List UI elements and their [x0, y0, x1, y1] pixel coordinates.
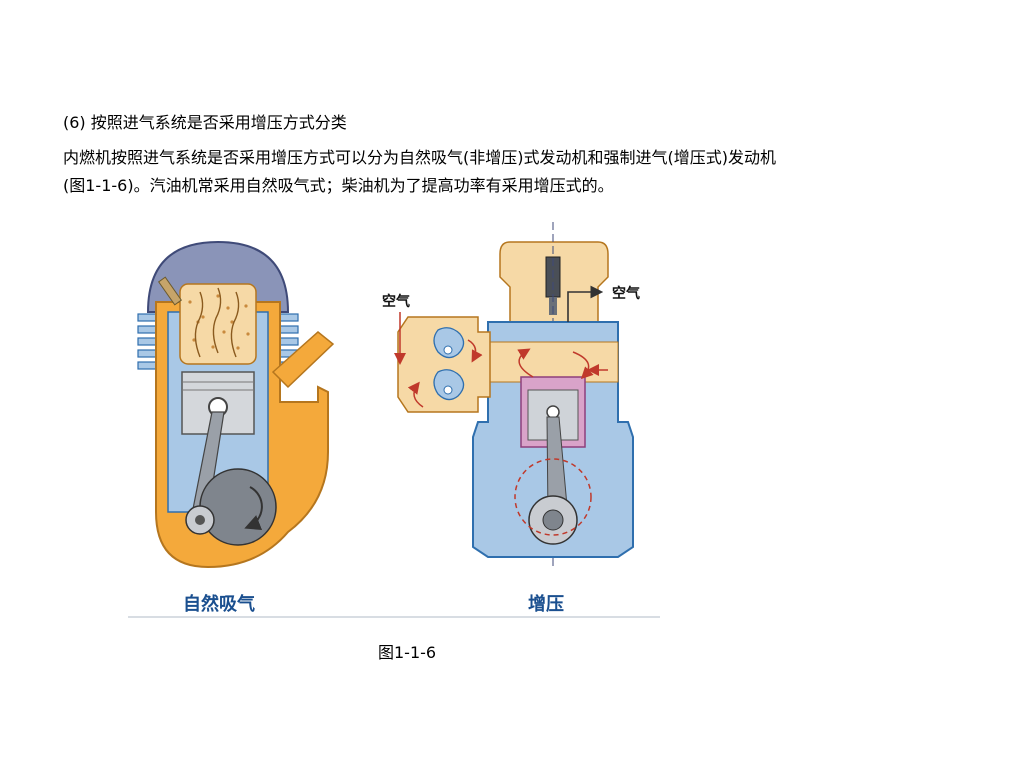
engine-figure: 自然吸气 — [128, 222, 660, 620]
body-paragraph: 内燃机按照进气系统是否采用增压方式可以分为自然吸气(非增压)式发动机和强制进气(… — [63, 144, 963, 200]
air-label-right: 空气 — [612, 285, 640, 302]
air-label-left: 空气 — [382, 293, 410, 310]
natural-aspiration-engine — [137, 240, 335, 569]
turbocharged-label: 增压 — [528, 593, 564, 615]
turbocharged-engine: 空气 空气 — [382, 222, 640, 567]
section-heading: (6) 按照进气系统是否采用增压方式分类 — [63, 113, 347, 132]
engine-illustration: 自然吸气 — [128, 222, 660, 618]
natural-aspiration-label: 自然吸气 — [183, 593, 255, 615]
paragraph-line-2: (图1-1-6)。汽油机常采用自然吸气式；柴油机为了提高功率有采用增压式的。 — [63, 176, 614, 195]
paragraph-line-1: 内燃机按照进气系统是否采用增压方式可以分为自然吸气(非增压)式发动机和强制进气(… — [63, 148, 776, 167]
figure-caption: 图1-1-6 — [378, 643, 437, 662]
